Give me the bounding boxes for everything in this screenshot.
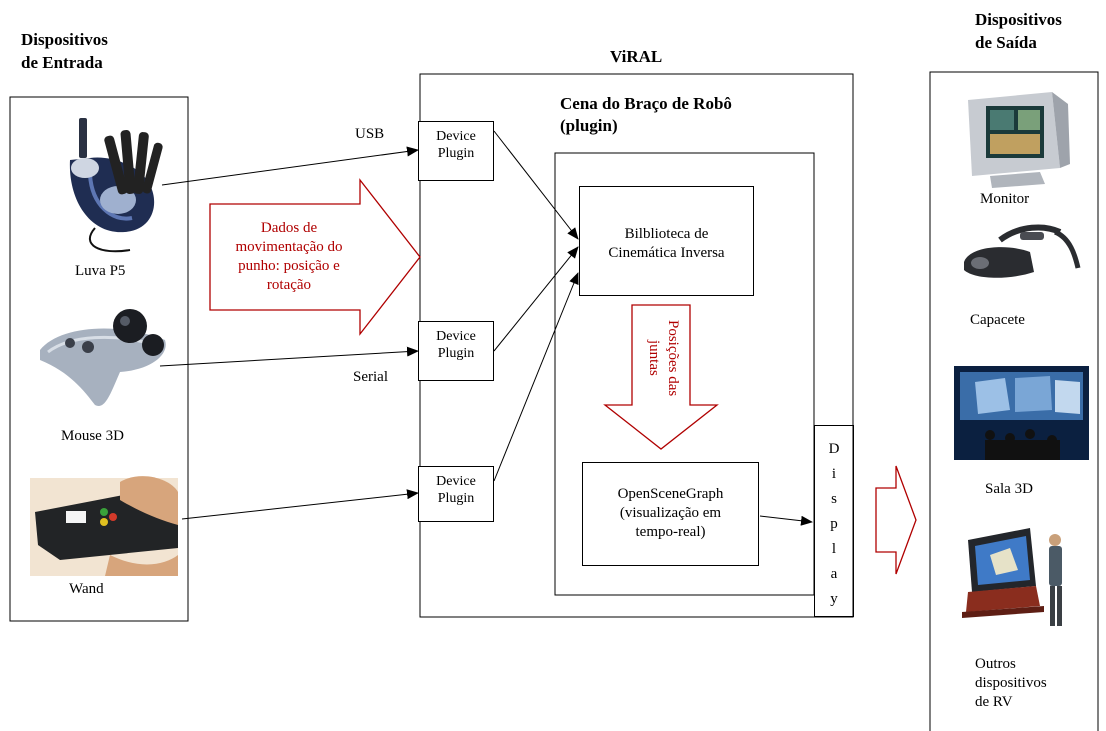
output-label-others-line1: Outros: [975, 656, 1016, 672]
ik-library-line1: Bilblioteca de: [624, 226, 709, 242]
p5-glove-image: [69, 118, 163, 253]
display-letter: s: [831, 491, 837, 507]
display-letter: y: [830, 591, 838, 607]
input-devices-frame: [9, 96, 189, 622]
joint-positions-arrow: [603, 304, 719, 450]
device-label-glove: Luva P5: [75, 263, 126, 279]
viral-title: ViRAL: [610, 47, 663, 66]
wand-to-plugin-arrow: [181, 489, 419, 520]
mouse-to-plugin-arrow: [159, 346, 419, 367]
joint-positions-line2: juntas: [646, 340, 662, 376]
output-label-others-line3: de RV: [975, 694, 1013, 710]
device-plugin-3-line2: Plugin: [437, 491, 475, 506]
osg-line1: OpenSceneGraph: [617, 486, 724, 502]
output-section-title-line1: Dispositivos: [975, 10, 1062, 29]
device-plugin-1-line2: Plugin: [437, 146, 475, 161]
input-section-title-line2: de Entrada: [21, 53, 103, 72]
device-plugin-2-line1: Device: [436, 329, 476, 344]
scene-title-line1: Cena do Braço de Robô: [560, 94, 732, 113]
movement-annotation-line4: rotação: [266, 277, 312, 293]
device-plugin-2-line2: Plugin: [437, 346, 475, 361]
output-label-hmd: Capacete: [970, 312, 1025, 328]
display-letter: i: [831, 466, 837, 482]
output-section-title-line2: de Saída: [975, 33, 1037, 52]
glove-to-plugin-arrow: [161, 146, 419, 186]
osg-line3: tempo-real): [635, 524, 706, 540]
wand-image: [30, 476, 178, 576]
usb-label: USB: [355, 126, 385, 142]
ik-library-box: Bilblioteca de Cinemática Inversa: [579, 186, 754, 296]
joint-positions-line1: Posições das: [665, 319, 681, 397]
hmd-image: [964, 224, 1081, 278]
mouse-3d-image: [40, 309, 166, 406]
movement-data-arrow: [209, 178, 421, 336]
output-label-monitor: Monitor: [980, 191, 1030, 207]
movement-annotation-line1: Dados de: [260, 220, 318, 236]
device-plugin-box-1: Device Plugin: [418, 121, 494, 181]
display-letter: l: [831, 541, 837, 557]
display-letter: D: [828, 441, 840, 457]
ik-library-line2: Cinemática Inversa: [608, 245, 725, 261]
cave-image: [954, 366, 1089, 460]
movement-annotation-line2: movimentação do: [235, 239, 343, 255]
display-box: [814, 425, 854, 617]
osg-box: OpenSceneGraph (visualização em tempo-re…: [582, 462, 759, 566]
scene-frame: [554, 152, 815, 596]
serial-label: Serial: [353, 369, 388, 385]
output-label-cave: Sala 3D: [985, 481, 1033, 497]
plugin3-to-library-arrow: [493, 272, 579, 482]
plugin2-to-library-arrow: [493, 246, 579, 352]
device-plugin-3-line1: Device: [436, 474, 476, 489]
joint-positions-label: Posições das juntas: [644, 311, 682, 405]
vr-system-image: [962, 528, 1062, 626]
monitor-image: [968, 92, 1070, 188]
display-letter: p: [830, 516, 838, 532]
display-label: D i s p l a y: [814, 437, 854, 612]
device-label-mouse: Mouse 3D: [61, 428, 124, 444]
plugin1-to-library-arrow: [493, 130, 579, 240]
device-plugin-1-line1: Device: [436, 129, 476, 144]
device-plugin-box-3: Device Plugin: [418, 466, 494, 522]
output-devices-frame: [929, 71, 1099, 731]
display-letter: a: [830, 566, 838, 582]
movement-annotation-line3: punho: posição e: [238, 258, 340, 274]
output-arrow: [875, 465, 917, 575]
osg-line2: (visualização em: [619, 505, 722, 521]
scene-title-line2: (plugin): [560, 116, 618, 135]
output-label-others-line2: dispositivos: [975, 675, 1047, 691]
osg-to-display-arrow: [759, 515, 813, 526]
device-label-wand: Wand: [69, 581, 104, 597]
device-plugin-box-2: Device Plugin: [418, 321, 494, 381]
input-section-title-line1: Dispositivos: [21, 30, 108, 49]
